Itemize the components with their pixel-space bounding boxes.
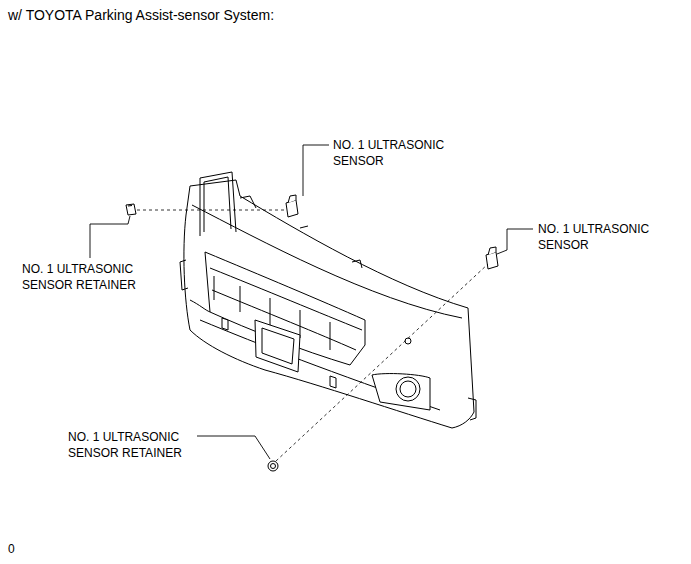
- assembly-lines: [137, 210, 488, 461]
- part-label: NO. 1 ULTRASONIC SENSOR: [333, 137, 463, 169]
- drawing-stroke: [288, 195, 296, 203]
- drawing-stroke: [204, 177, 231, 232]
- drawing-stroke: [222, 318, 336, 388]
- drawing-stroke: [276, 264, 488, 461]
- drawing-stroke: [90, 216, 130, 258]
- part-label: NO. 1 ULTRASONIC SENSOR RETAINER: [68, 429, 198, 461]
- drawing-stroke: [468, 398, 476, 420]
- drawing-stroke: [180, 260, 188, 290]
- drawing-stroke: [200, 172, 236, 236]
- drawing-stroke: [303, 145, 329, 196]
- drawing-stroke: [405, 338, 411, 344]
- drawing-stroke: [268, 461, 278, 471]
- drawing-stroke: [190, 300, 210, 312]
- drawing-stroke: [137, 210, 286, 211]
- sensor-parts: [126, 195, 498, 471]
- drawing-stroke: [262, 328, 294, 364]
- drawing-stroke: [271, 464, 276, 469]
- drawing-stroke: [497, 229, 533, 254]
- drawing-stroke: [240, 196, 362, 268]
- figure-code: 0: [8, 541, 28, 557]
- drawing-stroke: [128, 205, 132, 207]
- figure-title: w/ TOYOTA Parking Assist-sensor System:: [8, 6, 274, 24]
- drawing-stroke: [396, 377, 420, 401]
- drawing-stroke: [126, 204, 136, 215]
- part-label: NO. 1 ULTRASONIC SENSOR RETAINER: [22, 261, 152, 293]
- leader-lines: [90, 145, 533, 459]
- front-bumper: [180, 172, 476, 428]
- drawing-stroke: [372, 374, 430, 410]
- drawing-stroke: [197, 436, 270, 459]
- drawing-stroke: [255, 320, 300, 372]
- drawing-stroke: [400, 381, 416, 397]
- drawing-stroke: [184, 180, 474, 428]
- drawing-stroke: [488, 247, 496, 255]
- part-label: NO. 1 ULTRASONIC SENSOR: [538, 221, 668, 253]
- drawing-stroke: [200, 320, 440, 410]
